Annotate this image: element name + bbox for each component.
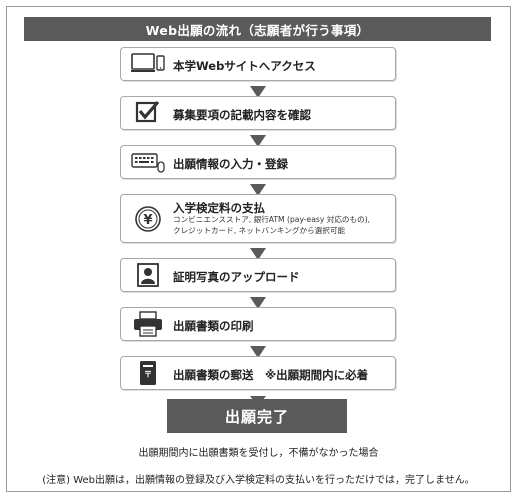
svg-text:¥: ¥ — [143, 213, 152, 228]
printer-icon — [134, 311, 162, 337]
step-upload-photo: 証明写真のアップロード — [120, 258, 396, 292]
step-enter-application: 出願情報の入力・登録 — [120, 145, 396, 179]
computer-phone-icon — [131, 53, 165, 72]
down-arrow — [250, 245, 266, 260]
down-arrow — [250, 294, 266, 309]
step-mail-documents: 〒 出願書類の郵送 ※出願期間内に必着 — [120, 356, 396, 390]
id-photo-icon — [137, 263, 159, 287]
down-arrow — [250, 181, 266, 196]
diagram-title: Web出願の流れ（志願者が行う事項） — [24, 17, 491, 41]
caution-note: (注意) Web出願は，出願情報の登録及び入学検定料の支払いを行っただけでは，完… — [42, 475, 475, 486]
yen-coin-icon: ¥ — [135, 205, 161, 232]
step-label: 出願書類の印刷 — [173, 319, 254, 333]
step-print-documents: 出願書類の印刷 — [120, 307, 396, 341]
step-pay-exam-fee: ¥ 入学検定料の支払 コンビニエンスストア, 銀行ATM (pay-easy 対… — [120, 194, 396, 243]
step-label: 入学検定料の支払 — [173, 201, 265, 215]
keyboard-mouse-icon — [131, 153, 165, 173]
payment-methods-line1: コンビニエンスストア, 銀行ATM (pay-easy 対応のもの), — [173, 215, 371, 224]
checkbox-icon — [135, 100, 160, 123]
down-arrow — [250, 83, 266, 98]
step-label: 出願情報の入力・登録 — [173, 157, 288, 171]
payment-methods-line2: クレジットカード, ネットバンキングから選択可能 — [173, 226, 346, 235]
svg-text:〒: 〒 — [144, 370, 152, 379]
step-label: 募集要項の記載内容を確認 — [173, 108, 311, 122]
step-label: 証明写真のアップロード — [173, 270, 300, 284]
application-complete-box: 出願完了 — [167, 399, 347, 433]
down-arrow — [250, 132, 266, 147]
postbox-icon: 〒 — [140, 361, 156, 385]
down-arrow — [250, 343, 266, 358]
step-label: 出願書類の郵送 ※出願期間内に必着 — [173, 368, 369, 382]
step-check-guidelines: 募集要項の記載内容を確認 — [120, 96, 396, 130]
step-access-website: 本学Webサイトへアクセス — [120, 47, 396, 81]
completion-condition-note: 出願期間内に出願書類を受付し，不備がなかった場合 — [138, 448, 379, 459]
step-label: 本学Webサイトへアクセス — [173, 59, 316, 73]
